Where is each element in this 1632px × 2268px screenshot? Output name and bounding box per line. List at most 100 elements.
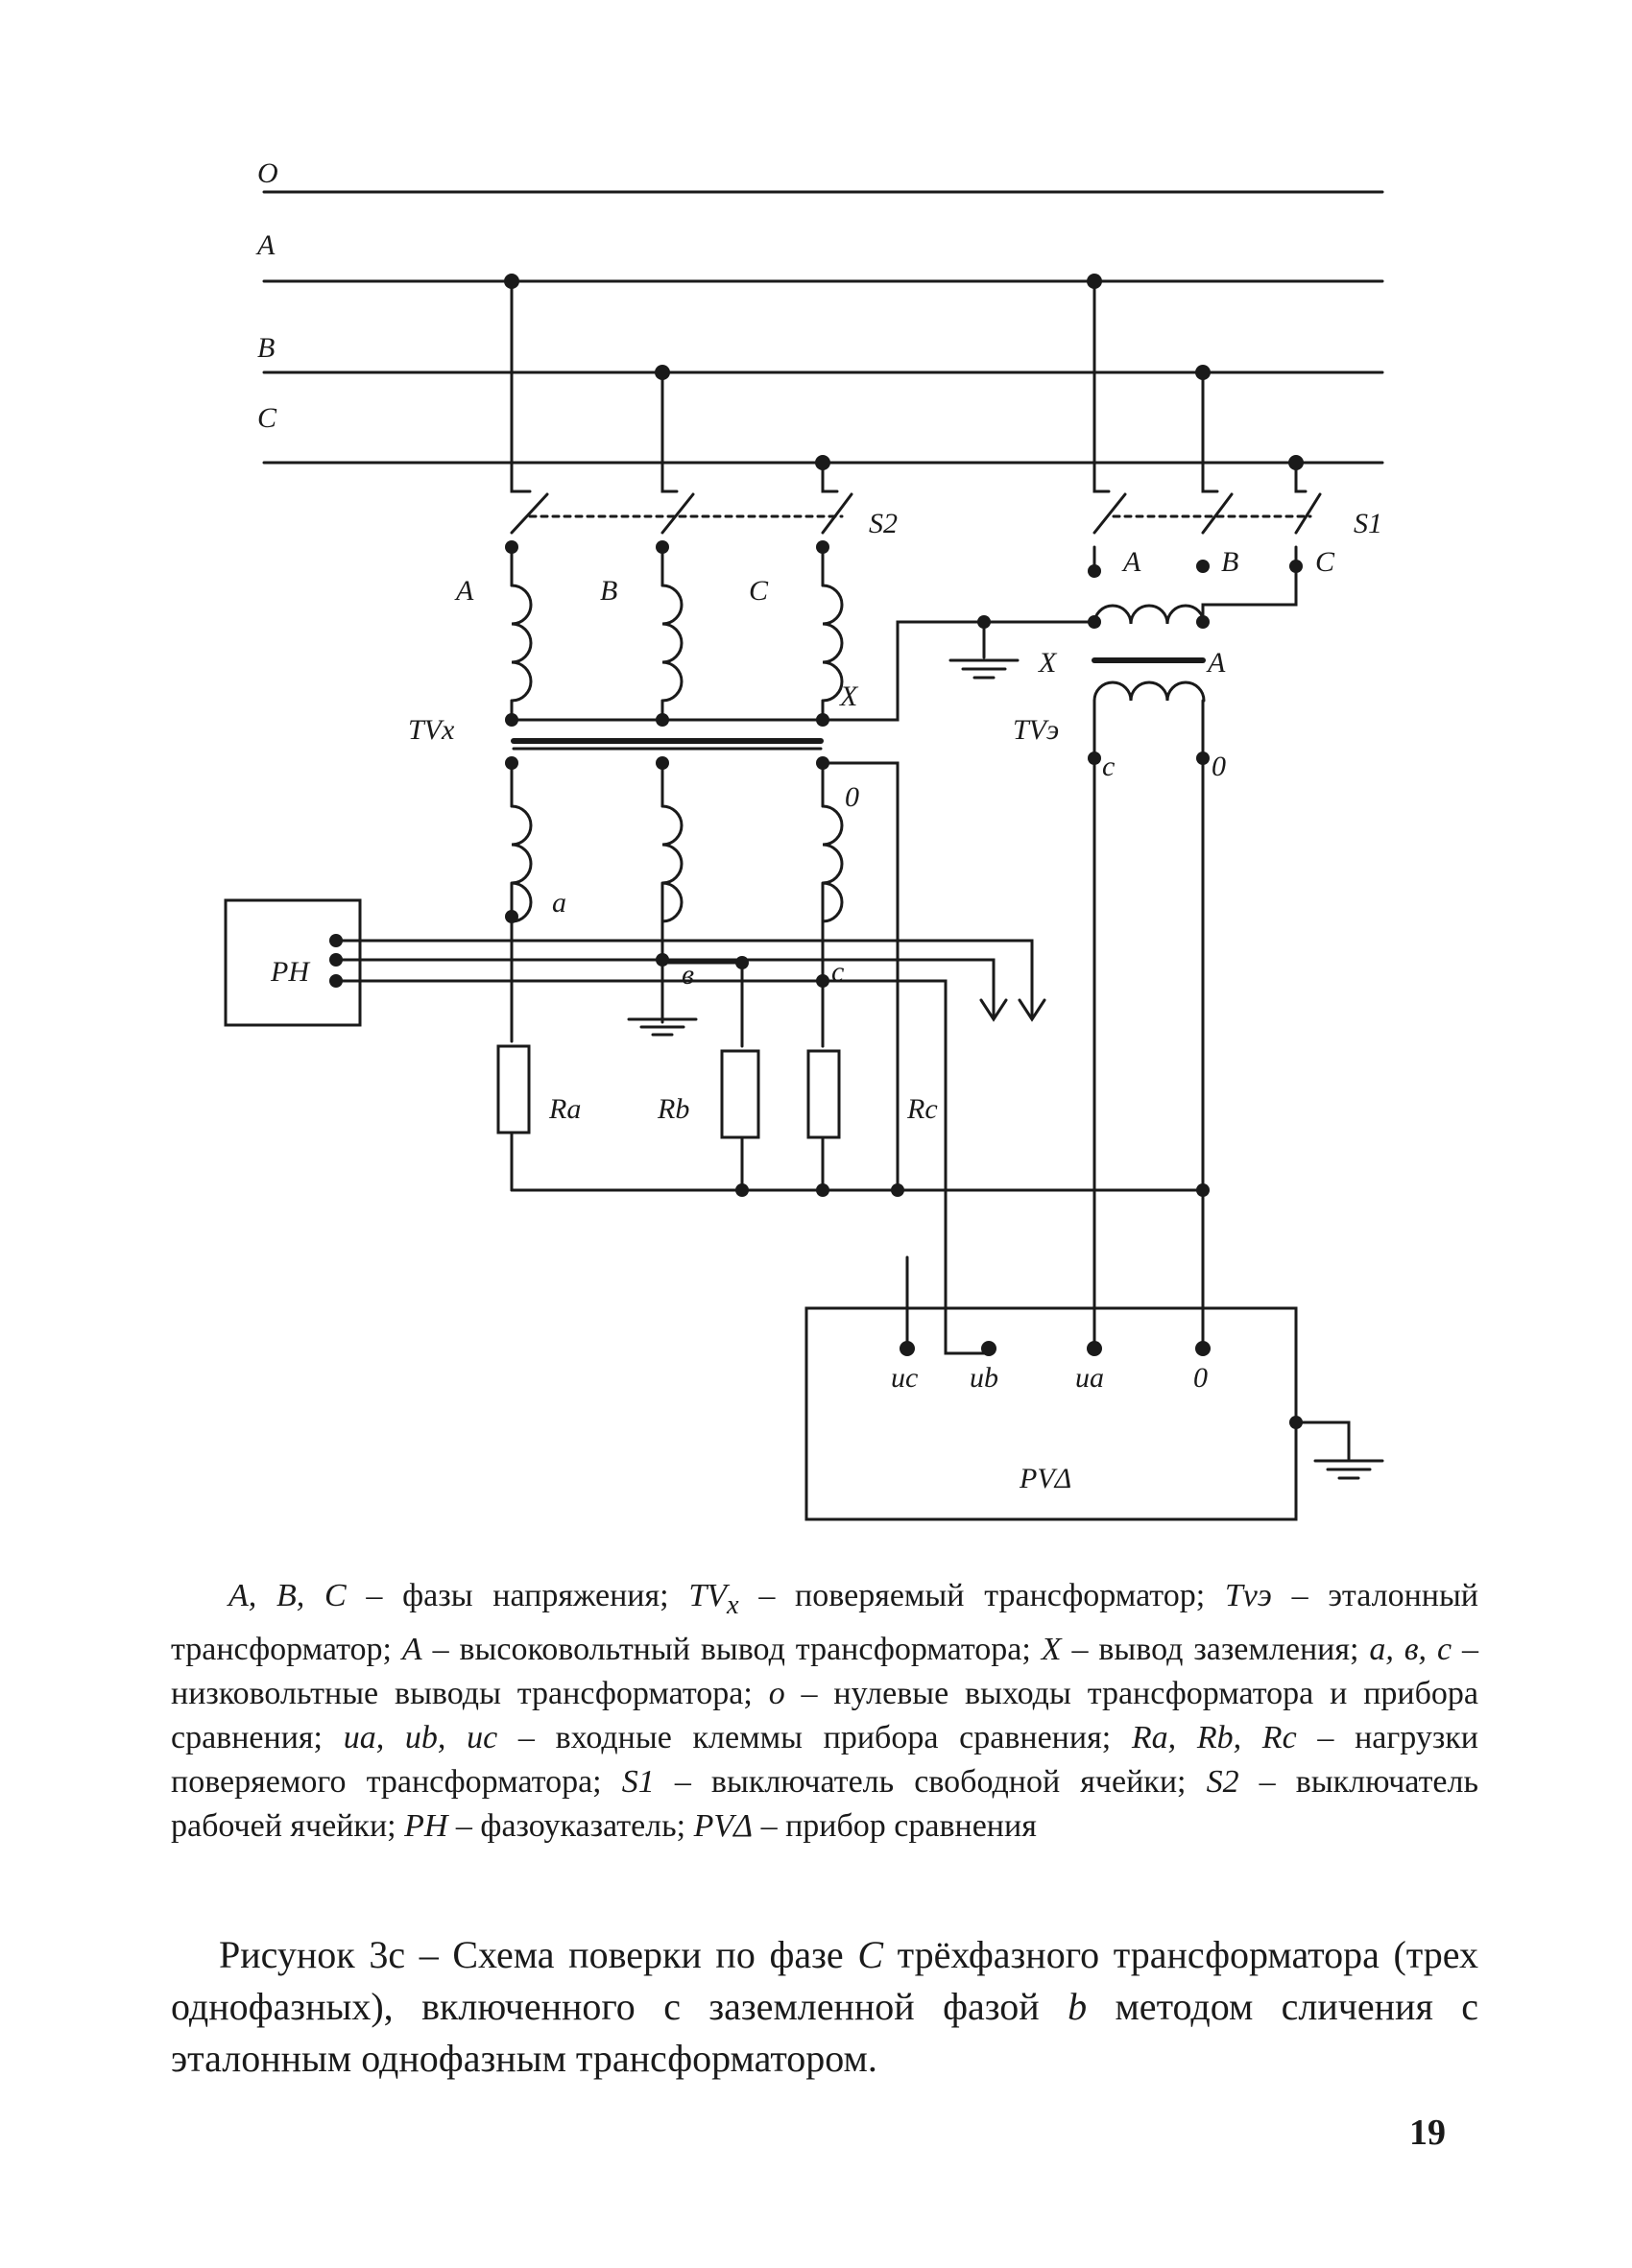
tvx-secondary-winding-a (510, 804, 533, 923)
tvx-neutral-label: X (839, 680, 859, 712)
ph-terminal (329, 953, 343, 967)
pv-box (804, 1306, 1298, 1521)
legend-segment: ua, ub, uc (343, 1719, 498, 1755)
switch-s1-blade-b (1201, 492, 1234, 535)
probe-arrow-2 (1018, 998, 1046, 1022)
legend-segment: – поверяемый трансформатор; (738, 1578, 1225, 1613)
junction-dot (1288, 455, 1304, 470)
junction-dot (735, 1183, 749, 1197)
legend-segment: A (401, 1631, 422, 1667)
junction-dot (1088, 564, 1101, 578)
junction-dot (1088, 752, 1101, 765)
junction-dot (505, 713, 518, 727)
bus-label-a: A (255, 229, 276, 261)
tve-lv-label-c: c (1102, 751, 1115, 782)
switch-s1-label: S1 (1354, 508, 1382, 539)
pv-ground-terminal (1289, 1416, 1303, 1429)
bus-label-c: C (257, 402, 277, 434)
probe-arrow-1 (979, 998, 1008, 1022)
pv-terminal-0 (1195, 1341, 1211, 1356)
tvx-secondary-neutral-line (821, 761, 900, 1192)
junction-dot (816, 540, 829, 554)
junction-dot (816, 713, 829, 727)
tvx-primary-winding-a (510, 584, 533, 703)
junction-dot (977, 615, 991, 629)
switch-s2-blade-c (821, 492, 853, 535)
legend-segment: – выключатель свободной ячейки; (654, 1763, 1207, 1800)
pv-terminal-ua (1087, 1341, 1102, 1356)
junction-dot (655, 365, 670, 380)
load-label-rb: Rb (657, 1093, 689, 1125)
junction-dot (656, 713, 669, 727)
legend-segment: – прибор сравнения (753, 1807, 1037, 1844)
tve-label: TVэ (1013, 714, 1059, 746)
junction-dot (656, 540, 669, 554)
feeder-tvx-c (821, 461, 839, 493)
tve-switch-label-b: B (1221, 546, 1238, 578)
pv-terminal-uc (900, 1341, 915, 1356)
caption-segment: b (1068, 1985, 1088, 2028)
feeder-tve-c (1294, 461, 1308, 493)
tvx-phase-label-c: C (749, 575, 769, 607)
ph-terminal (329, 934, 343, 947)
resistor-rc (806, 1049, 841, 1139)
pv-terminal-label-ua: ua (1075, 1362, 1104, 1394)
figure-caption: Рисунок 3с – Схема поверки по фазе C трё… (171, 1929, 1478, 2085)
junction-dot (505, 910, 518, 923)
legend-segment: PH (404, 1807, 448, 1844)
legend-segment: – фазоуказатель; (447, 1807, 694, 1844)
pv-terminal-label-uc: uc (891, 1362, 918, 1394)
tve-lv-label-0: 0 (1212, 751, 1226, 782)
tvx-sec-label-c: c (831, 956, 844, 988)
legend-segment: – вывод заземления; (1061, 1631, 1370, 1667)
junction-dot (735, 956, 749, 969)
legend-segment: Tvэ (1224, 1578, 1272, 1613)
junction-dot (891, 1183, 904, 1197)
feeder-tve-a (1092, 279, 1111, 493)
caption-segment: Рисунок 3с – Схема поверки по фазе (219, 1933, 858, 1976)
ph-wire-3b (510, 979, 989, 1355)
tve-secondary-winding (1092, 680, 1206, 703)
legend-segment: PVΔ (693, 1807, 754, 1844)
tvx-phase-label-a: A (454, 575, 474, 607)
junction-dot (1087, 274, 1102, 289)
junction-dot (1196, 615, 1210, 629)
switch-s1-blade-a (1092, 492, 1127, 535)
junction-dot (1196, 1183, 1210, 1197)
legend-segment: – входные клеммы прибора сравнения; (497, 1719, 1132, 1755)
tvx-label: TVx (408, 714, 455, 746)
tve-switch-label-c: C (1315, 546, 1335, 578)
pv-terminal-label-0: 0 (1193, 1362, 1208, 1394)
feeder-tvx-b (660, 370, 679, 493)
switch-s2-label: S2 (869, 508, 898, 539)
legend-segment: a, в, c (1369, 1631, 1452, 1667)
legend-segment: TV (688, 1578, 727, 1613)
bus-label-o: O (257, 157, 278, 189)
ph-wire-2 (337, 958, 996, 1019)
s1-out-c (1201, 545, 1298, 626)
pv-ground-wire (1294, 1420, 1351, 1461)
tvx-phase-label-b: B (600, 575, 617, 607)
feeder-tvx-a (510, 279, 532, 493)
junction-dot (504, 274, 519, 289)
legend-segment: – нулевые выходы трансформатора и прибор… (171, 1675, 1478, 1755)
legend-text: A, B, C – фазы напряжения; TVx – поверяе… (171, 1574, 1478, 1849)
junction-dot (816, 1183, 829, 1197)
tvx-primary-winding-c (821, 584, 844, 703)
circuit-diagram: O A B C S2 S1 A B C TVx X a в c 0 A B C … (224, 157, 1384, 1521)
junction-dot (505, 756, 518, 770)
junction-dot (815, 455, 830, 470)
junction-dot (1289, 560, 1303, 573)
legend-segment: – нагрузки поверяемого трансформатора; (171, 1719, 1479, 1800)
junction-dot (816, 756, 829, 770)
junction-dot (816, 974, 829, 988)
tvx-sec-label-a: a (552, 887, 566, 919)
junction-dot (656, 756, 669, 770)
legend-segment: x (727, 1589, 739, 1620)
load-label-ra: Ra (548, 1093, 581, 1125)
caption-segment: C (857, 1933, 883, 1976)
junction-dot (656, 953, 669, 967)
junction-dot (1088, 615, 1101, 629)
switch-s2-blade-b (660, 492, 695, 535)
legend-segment: – выключатель рабочей ячейки; (171, 1763, 1478, 1844)
